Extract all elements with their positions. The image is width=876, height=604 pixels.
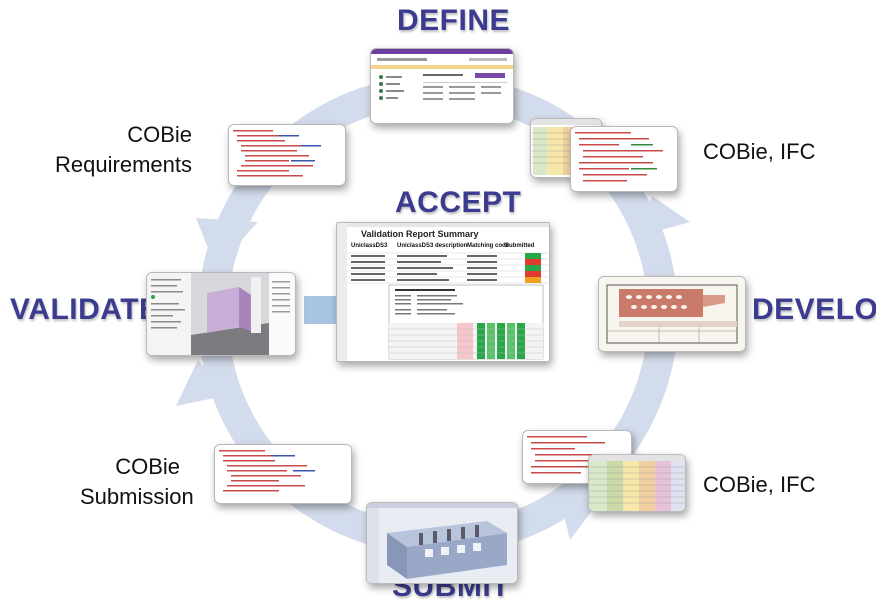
cycle-arrow-icon bbox=[196, 218, 258, 268]
cobie-requirements-line2: Requirements bbox=[55, 152, 192, 177]
cobie-requirements-label: COBie Requirements bbox=[40, 120, 192, 180]
code-art bbox=[527, 436, 615, 474]
floor-plan-art bbox=[599, 277, 745, 351]
stage-validate: VALIDATE bbox=[10, 293, 160, 326]
cobie-requirements-code-screenshot bbox=[228, 124, 346, 186]
report-title: Validation Report Summary bbox=[361, 229, 479, 239]
cycle-arrow-icon bbox=[176, 360, 228, 406]
cobie-submission-line2: Submission bbox=[80, 484, 194, 509]
report-col-uniclass: UniclassDS3 bbox=[351, 243, 388, 249]
cobie-ifc-top-label: COBie, IFC bbox=[703, 139, 816, 164]
report-col-description: UniclassDS3 description bbox=[397, 243, 468, 249]
report-art bbox=[337, 223, 549, 361]
code-art bbox=[575, 132, 663, 182]
model-art bbox=[367, 503, 517, 583]
report-col-submitted: Submitted bbox=[505, 243, 535, 249]
stage-accept: ACCEPT bbox=[395, 186, 522, 219]
cobie-submission-line1: COBie bbox=[115, 454, 180, 479]
cobie-ifc-bottom-label: COBie, IFC bbox=[703, 472, 816, 497]
submit-3d-model-screenshot bbox=[366, 502, 518, 584]
cycle-arrow-icon bbox=[640, 196, 690, 236]
cobie-spreadsheet-bottom-screenshot bbox=[588, 454, 686, 512]
validate-3d-viewer-screenshot bbox=[146, 272, 296, 356]
cobie-submission-label: COBie Submission bbox=[80, 452, 194, 512]
define-screenshot-art bbox=[371, 49, 513, 100]
report-col-matching: Matching code bbox=[467, 243, 510, 249]
code-art bbox=[219, 450, 315, 492]
cobie-requirements-line1: COBie bbox=[127, 122, 192, 147]
stage-develop: DEVELOP bbox=[752, 293, 876, 326]
validation-report-screenshot: Validation Report Summary UniclassDS3 Un… bbox=[336, 222, 550, 362]
ifc-code-top-screenshot bbox=[570, 126, 678, 192]
code-art bbox=[233, 130, 321, 177]
define-screenshot bbox=[370, 48, 514, 124]
viewer-art bbox=[147, 273, 295, 355]
spreadsheet-art bbox=[589, 455, 685, 511]
stage-define: DEFINE bbox=[397, 4, 511, 37]
cobie-submission-code-screenshot bbox=[214, 444, 352, 504]
develop-floor-plan-screenshot bbox=[598, 276, 746, 352]
